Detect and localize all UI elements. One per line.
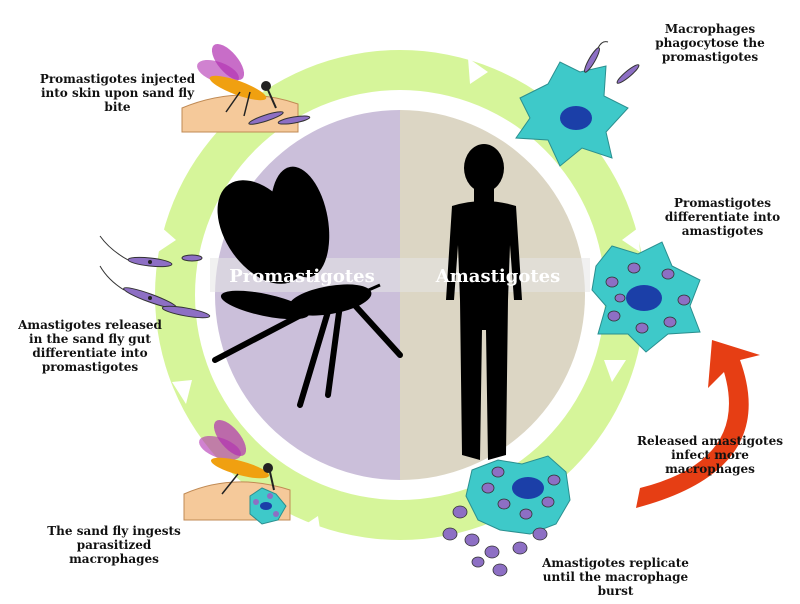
- ring-arrow: [622, 228, 640, 252]
- bursting-macrophage-icon: [442, 455, 571, 577]
- reinfection-arrow-icon: [636, 340, 760, 508]
- ring-arrow: [172, 380, 192, 404]
- caption-phagocytosis: Macrophages phagocytose the promastigote…: [655, 22, 765, 64]
- promastigotes-label: Promastigotes: [229, 266, 375, 287]
- caption-ingestion: The sand fly ingests parasitized macroph…: [47, 524, 181, 566]
- infected-macrophage-icon: [591, 241, 701, 353]
- fly-ingestion-icon: [183, 419, 291, 525]
- ring-arrow: [604, 360, 626, 382]
- ring-arrow: [300, 516, 322, 542]
- caption-gut-differentiation: Amastigotes released in the sand fly gut…: [18, 318, 162, 374]
- sandfly-silhouette-icon: [212, 166, 403, 408]
- caption-reinfection: Released amastigotes infect more macroph…: [637, 434, 783, 476]
- caption-injection: Promastigotes injected into skin upon sa…: [39, 72, 196, 114]
- human-silhouette-icon: [446, 144, 522, 460]
- promastigotes-icon: [99, 235, 211, 319]
- caption-differentiation: Promastigotes differentiate into amastig…: [664, 196, 781, 238]
- fly-bite-skin-icon: [181, 43, 311, 133]
- ring-arrow: [468, 58, 488, 84]
- amastigotes-label: Amastigotes: [435, 266, 560, 287]
- caption-replication: Amastigotes replicate until the macropha…: [542, 556, 689, 598]
- macrophage-phagocytosis-icon: [515, 41, 640, 167]
- ring-arrow: [158, 226, 176, 252]
